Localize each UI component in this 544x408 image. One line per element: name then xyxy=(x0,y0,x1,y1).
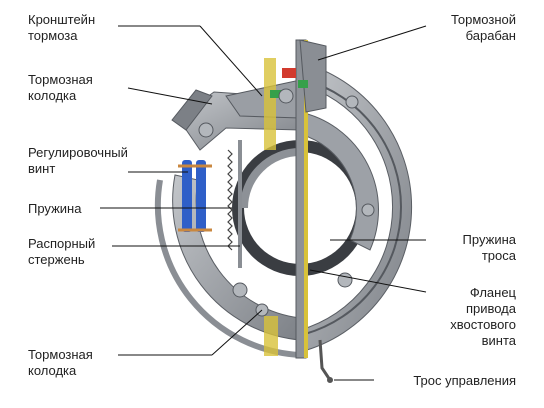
label-spring: Пружина xyxy=(28,201,82,216)
label-brake-drum: Тормозной барабан xyxy=(450,12,516,43)
label-control-cable: Трос управления xyxy=(413,373,516,388)
label-flange: Фланец привода хвостового винта xyxy=(450,285,516,348)
adjusting-screw xyxy=(182,160,192,232)
label-brake-bracket: Кронштейн тормоза xyxy=(28,12,96,43)
label-strut-rod: Распорный стержень xyxy=(28,236,96,267)
control-cable xyxy=(318,339,332,381)
label-adjusting-screw: Регулировочный винт xyxy=(28,145,128,176)
label-cable-spring: Пружина троса xyxy=(462,232,516,263)
label-brake-shoe-top: Тормозная колодка xyxy=(28,72,93,103)
label-brake-shoe-bottom: Тормозная колодка xyxy=(28,347,93,378)
leader-lines xyxy=(100,25,427,381)
return-spring xyxy=(227,149,233,251)
